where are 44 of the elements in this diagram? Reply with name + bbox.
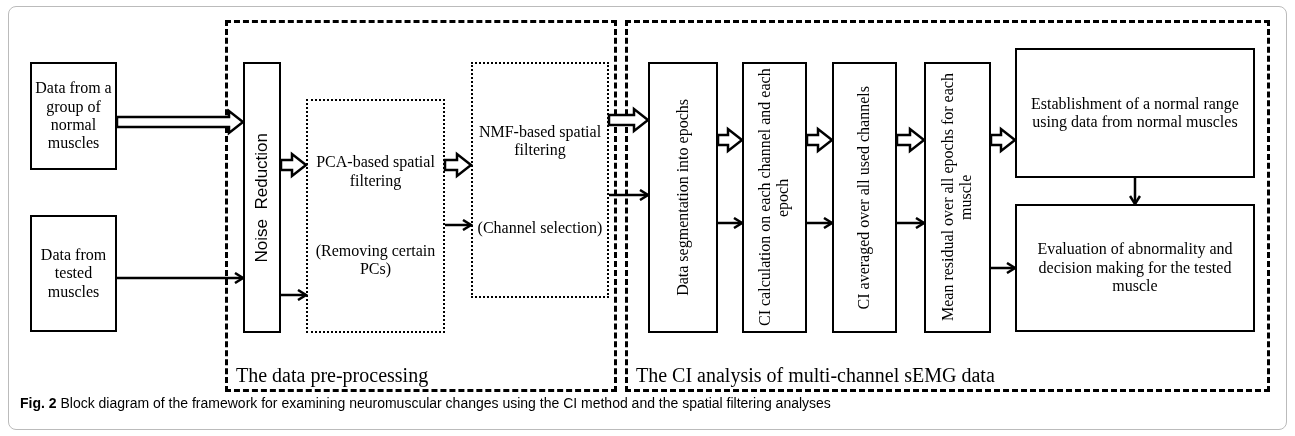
box-label: Noise Reduction [252,132,272,263]
box-note: (Removing certain PCs) [314,242,437,279]
box-label: Data segmentation into epochs [673,99,693,296]
box-label: Establishment of a normal range using data from normal muscles [1030,94,1240,132]
arrow [991,261,1017,275]
process-box [1015,204,1255,332]
arrow [279,151,309,179]
box-label: Data from tested muscles [39,245,108,302]
arrow [805,126,835,154]
arrow [716,126,745,154]
box-label: NMF-based spatial filtering [477,122,603,160]
process-box [30,215,117,332]
arrow [718,216,744,230]
box-label: CI calculation on each channel and each epoch [756,67,793,329]
box-label: Evaluation of abnormality and decision making for the tested muscle [1036,240,1234,296]
dashed-group-frame [225,20,617,392]
figure-caption: Fig. 2 Block diagram of the framework for examining neuromuscular changes using the CI method and the spatial filtering analyses [20,395,831,411]
arrow [117,271,245,285]
arrow [609,188,650,202]
dashed-group-frame [625,20,1270,392]
box-label: PCA-based spatial filtering [315,153,436,190]
process-box [924,62,991,333]
box-label: Mean residual over all epochs for each muscle [939,72,976,324]
dotted-process-box [471,62,609,298]
arrow [897,216,926,230]
box-label: Data from a group of normal muscles [34,79,113,153]
box-label: CI averaged over all used channels [855,85,874,310]
process-box [648,62,718,333]
arrow [989,126,1018,154]
process-box [832,62,897,333]
arrow [895,126,927,154]
arrow [607,106,651,134]
process-box [243,62,281,333]
arrow [115,108,246,136]
arrow [443,151,474,179]
arrow [807,216,834,230]
process-box [1015,48,1255,178]
process-box [30,62,117,170]
process-box [742,62,807,333]
arrow [281,288,308,302]
dotted-process-box [306,99,445,333]
arrow [1128,178,1142,206]
arrow [445,218,473,232]
box-note: (Channel selection) [477,218,603,238]
